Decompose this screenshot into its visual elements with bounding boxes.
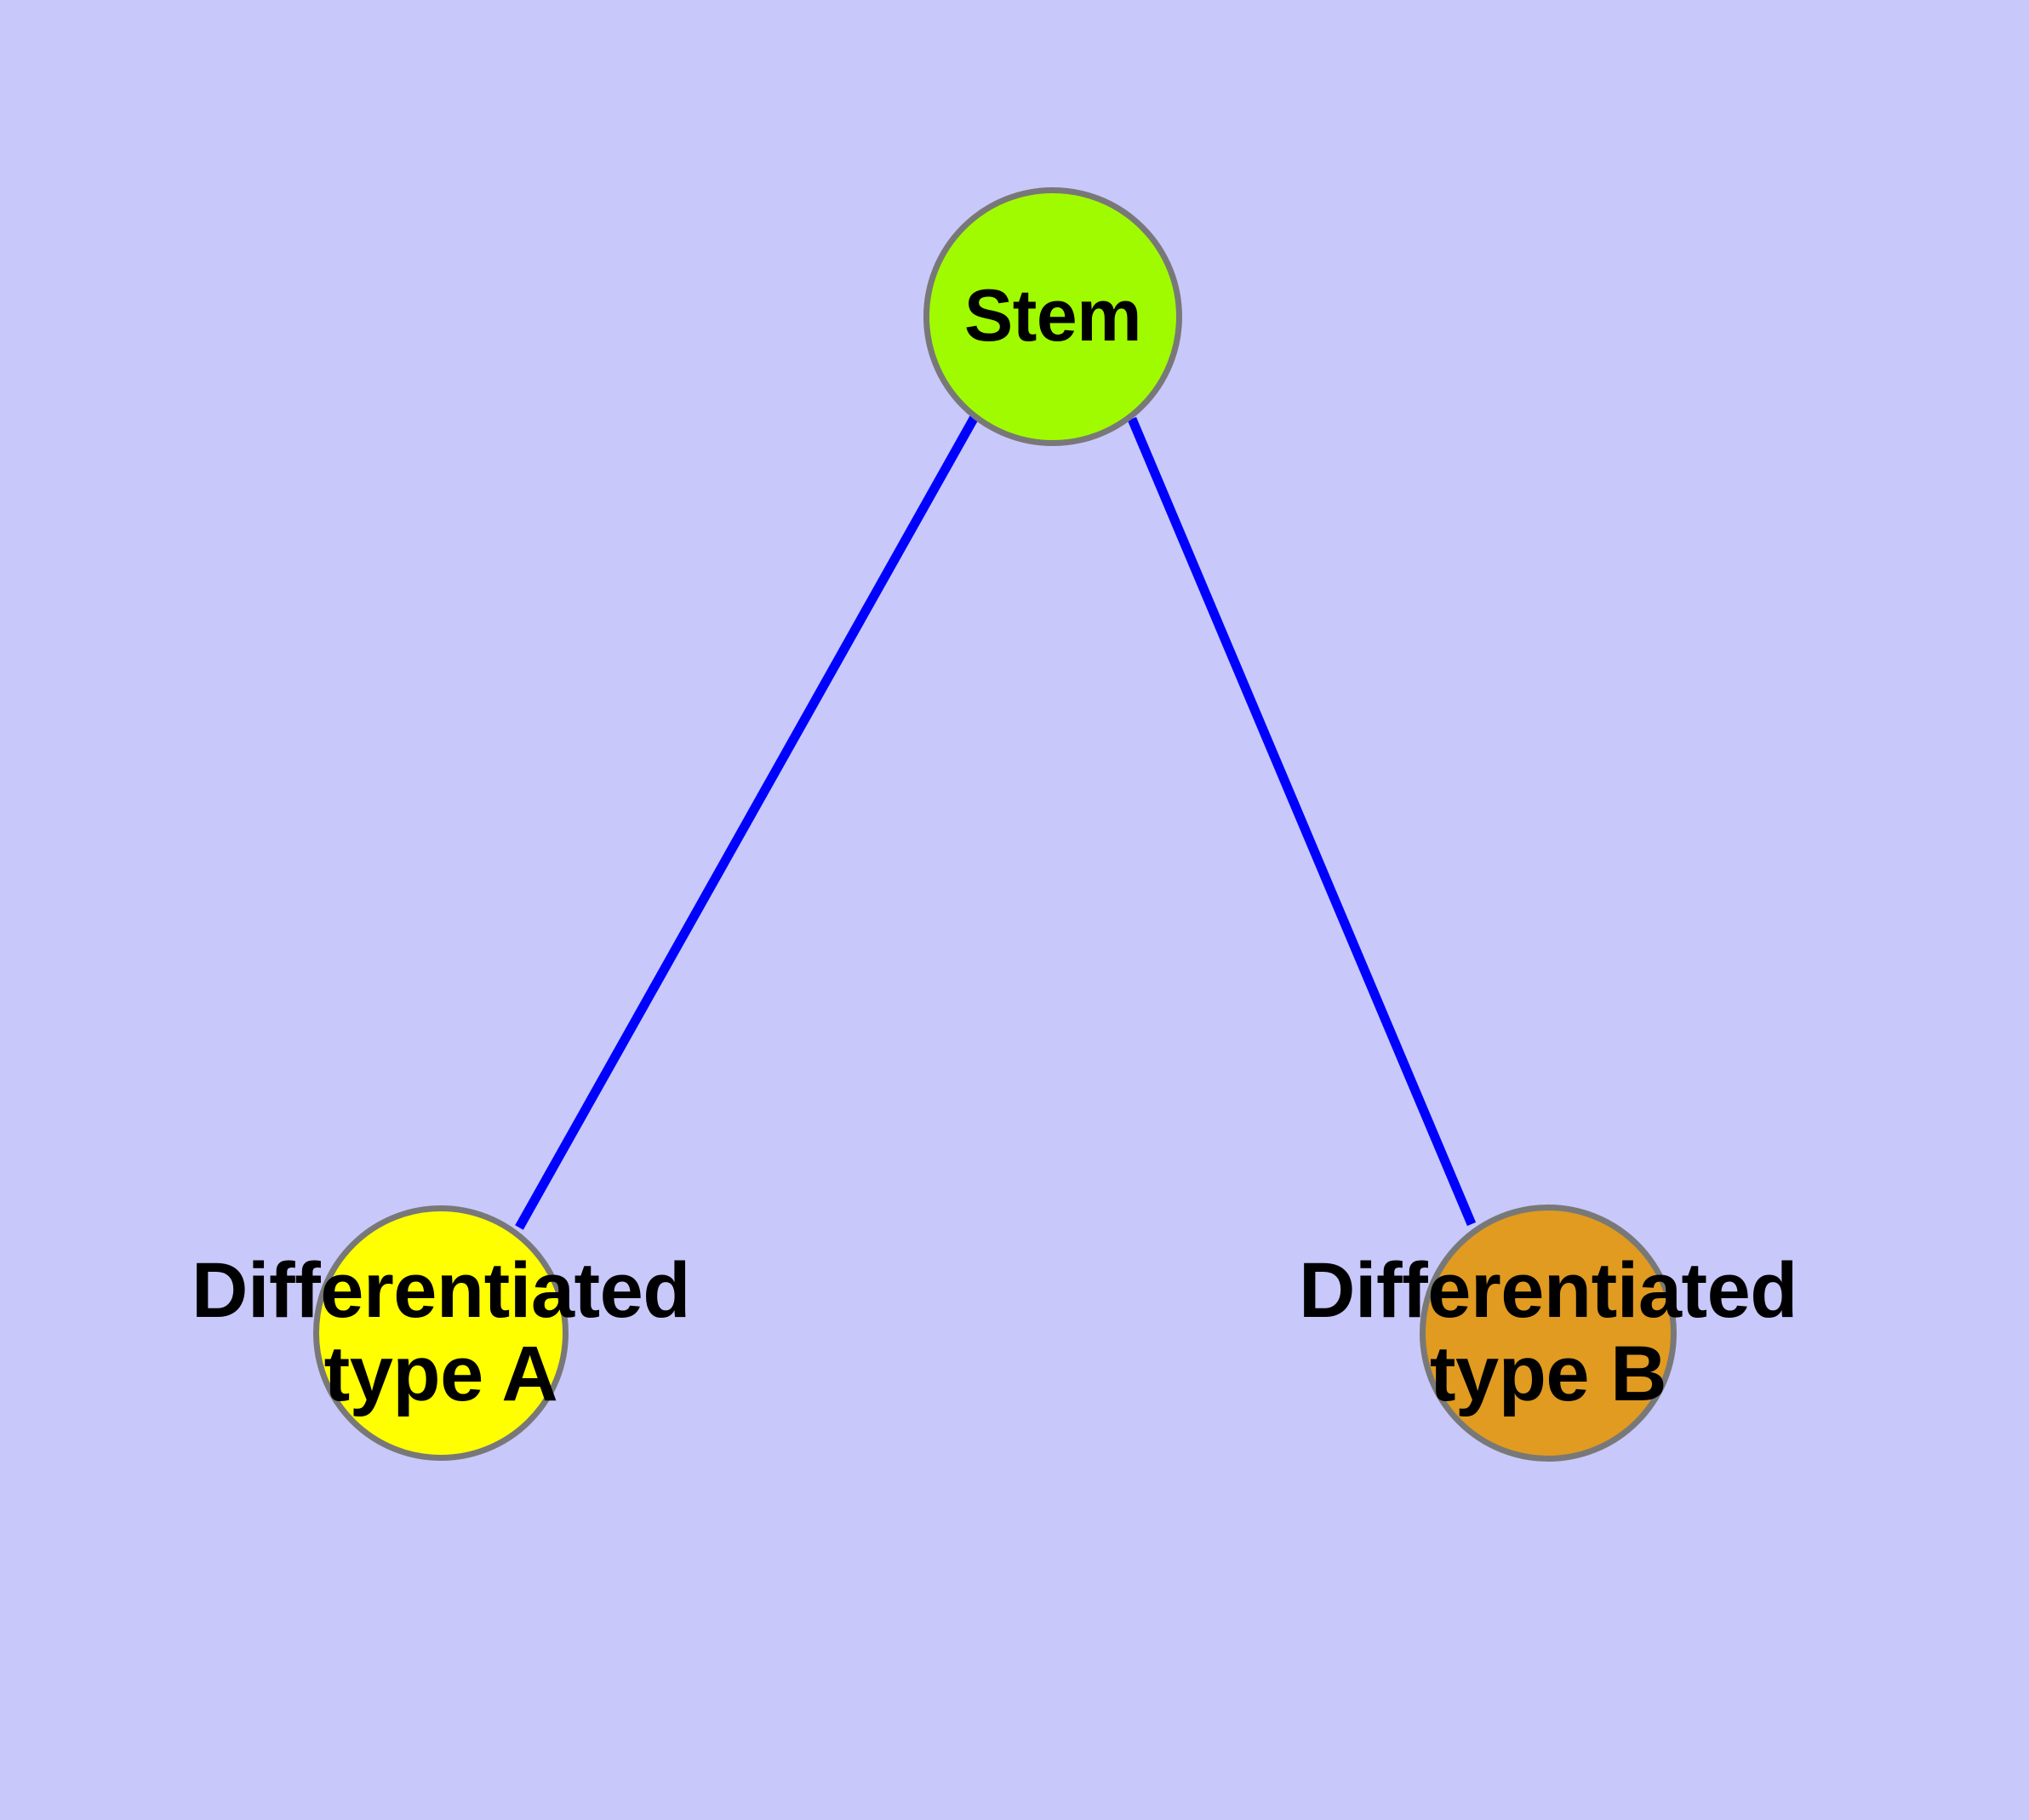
edge-stem-to-differentiated-type-b[interactable] [1127,416,1477,1227]
node-stem[interactable] [923,187,1182,446]
node-differentiated-type-a[interactable] [313,1205,569,1461]
edge-stem-to-differentiated-type-a[interactable] [515,415,979,1230]
node-differentiated-type-b[interactable] [1420,1205,1677,1462]
